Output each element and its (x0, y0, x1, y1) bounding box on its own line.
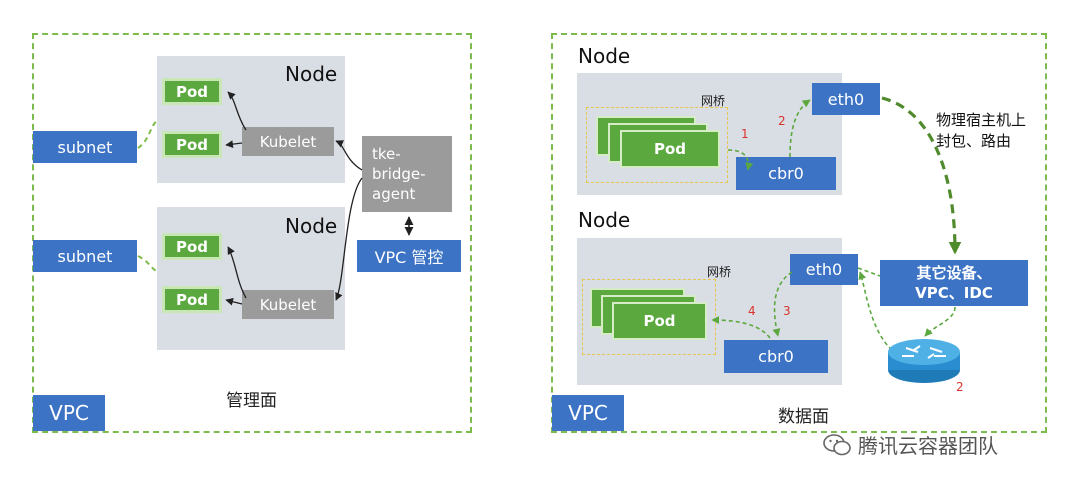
flow-pod-cbr0 (727, 149, 754, 171)
bridge-label: 网桥 (701, 94, 726, 108)
tke-bridge-agent-label: tke- bridge- agent (372, 145, 426, 203)
vpc-control-box: VPC 管控 (357, 240, 461, 272)
kubelet-box: Kubelet (242, 127, 334, 156)
wechat-icon (823, 433, 851, 455)
flow-host-forward (881, 96, 962, 255)
flow-subnet-link (857, 267, 881, 277)
subnet-box: subnet (33, 131, 137, 163)
node-box-2 (157, 207, 345, 350)
flow-cbr0-pod (711, 316, 771, 339)
step-label: 2 (956, 380, 964, 394)
eth0-box: eth0 (790, 254, 858, 285)
flow-eth0-cbr0 (772, 271, 793, 337)
step-label: 3 (783, 304, 791, 318)
pod-box: Pod (620, 130, 720, 168)
pod-box: Pod (612, 302, 707, 340)
eth0-box: eth0 (812, 83, 880, 115)
flow-router-eth0 (858, 271, 893, 351)
vpc-label-box: VPC (33, 395, 105, 431)
node-label: Node (285, 62, 338, 86)
pod-box: Pod (162, 286, 222, 313)
vpc-label-box: VPC (552, 395, 624, 431)
node-label: Node (578, 44, 631, 68)
agent-kubelet-arrow (335, 177, 363, 301)
data-plane-caption: 数据面 (778, 407, 829, 427)
other-devices-box: 其它设备、 VPC、IDC (880, 260, 1028, 306)
kubelet-box: Kubelet (242, 290, 334, 319)
watermark-text: 腾讯云容器团队 (858, 434, 998, 458)
bridge-label: 网桥 (707, 265, 732, 279)
data-plane-frame (551, 33, 1047, 433)
subnet-box: subnet (33, 240, 137, 272)
management-plane-caption: 管理面 (226, 391, 277, 411)
router-icon (888, 339, 960, 383)
pod-box: Pod (162, 78, 222, 105)
pod-box: Pod (162, 131, 222, 158)
step-label: 4 (748, 304, 756, 318)
cbr0-box: cbr0 (724, 340, 828, 373)
bridge-dashed-box (586, 107, 728, 183)
kubelet-pod-arrow (227, 91, 247, 131)
agent-kubelet-arrow (335, 140, 363, 171)
other-devices-label: 其它设备、 VPC、IDC (915, 264, 993, 302)
management-plane-frame (32, 33, 472, 433)
flow-to-router (924, 306, 956, 337)
kubelet-pod-arrow (225, 297, 243, 306)
kubelet-pod-arrow (225, 140, 243, 148)
node-label: Node (578, 208, 631, 232)
node-box-1 (157, 56, 345, 183)
host-note: 物理宿主机上 封包、路由 (936, 111, 1027, 150)
pod-box: Pod (162, 233, 222, 260)
node-label: Node (285, 214, 338, 238)
flow-cbr0-eth0 (789, 99, 811, 158)
subnet-link (137, 119, 159, 149)
subnet-link (137, 255, 159, 273)
step-label: 1 (741, 127, 749, 141)
kubelet-pod-arrow (227, 246, 247, 299)
watermark: 腾讯云容器团队 (822, 430, 998, 459)
tke-bridge-agent-box: tke- bridge- agent (362, 136, 452, 212)
step-label: 2 (778, 114, 786, 128)
